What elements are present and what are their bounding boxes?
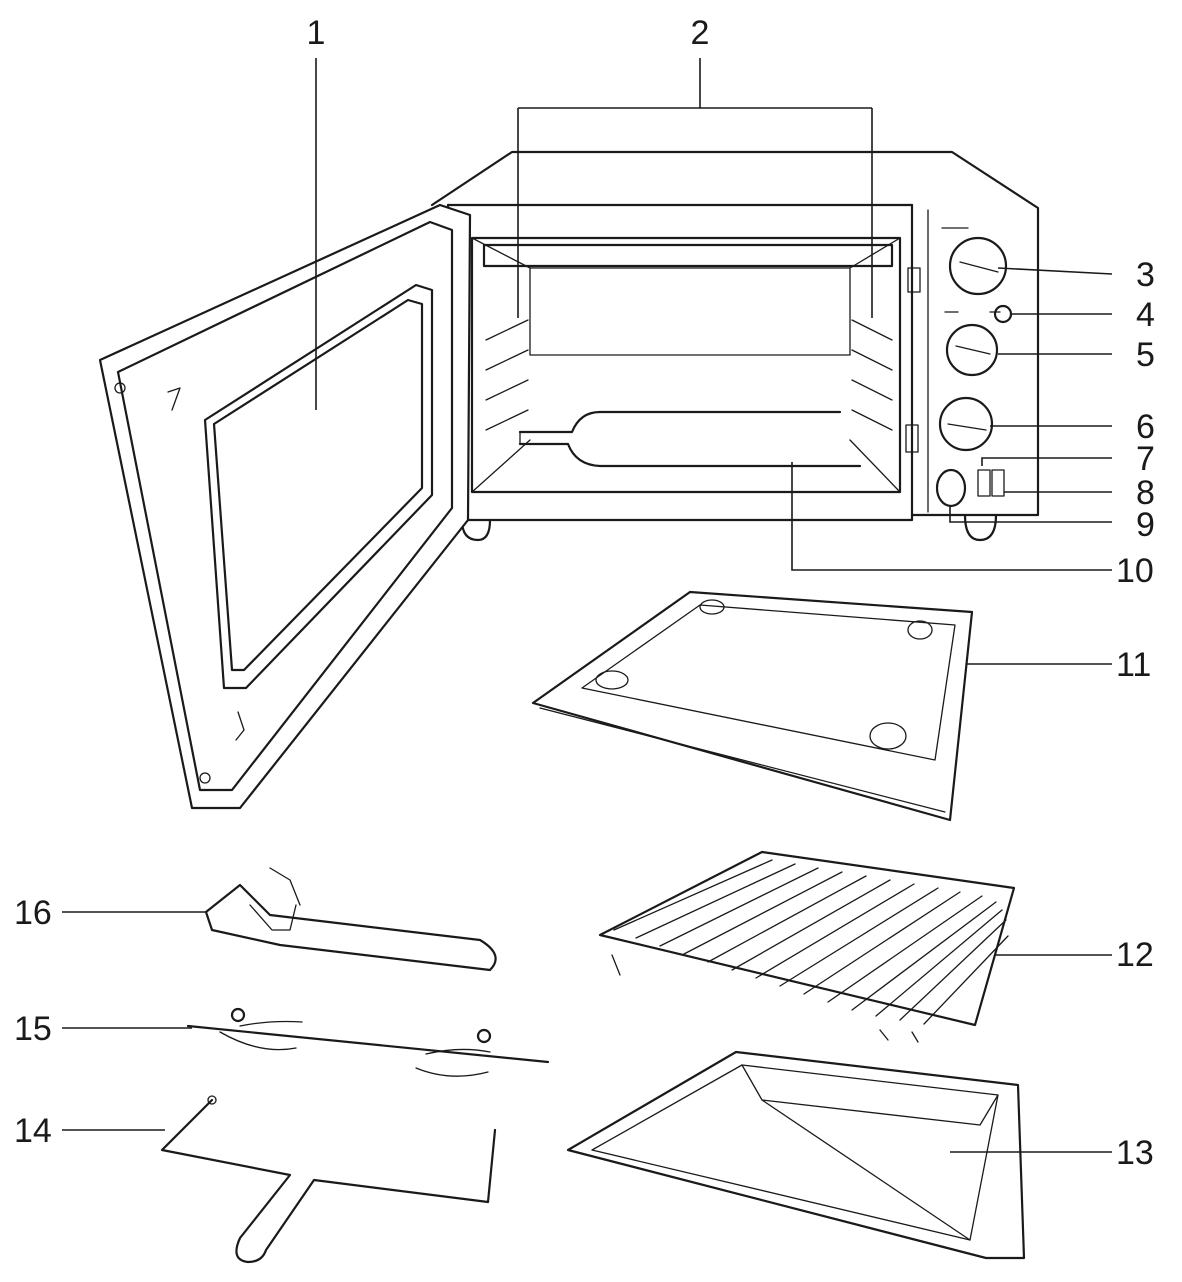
- rotisserie-handle: [204, 867, 497, 972]
- callout-numbers: 1 2 3 4 5 6 7 8 9 10 11 12 13 14 15 16: [14, 14, 1155, 1172]
- rotisserie-spit: [186, 1007, 550, 1077]
- wire-rack: [598, 850, 1016, 1043]
- door-glass-window: [212, 298, 424, 672]
- callout-6: 6: [1136, 408, 1155, 446]
- switch-b: [991, 469, 1005, 497]
- callout-3: 3: [1136, 256, 1155, 294]
- callout-4: 4: [1136, 296, 1155, 334]
- callout-5: 5: [1136, 336, 1155, 374]
- callout-12: 12: [1116, 936, 1154, 974]
- callout-9: 9: [1136, 506, 1155, 544]
- temperature-knob: [938, 396, 994, 452]
- callout-15: 15: [14, 1010, 52, 1048]
- callout-14: 14: [14, 1112, 52, 1150]
- callout-8: 8: [1136, 474, 1155, 512]
- timer-knob: [948, 236, 1008, 296]
- callout-7: 7: [1136, 440, 1155, 478]
- rotisserie-lifter: [160, 1095, 497, 1264]
- power-indicator-light: [993, 304, 1013, 324]
- switch-a: [977, 469, 991, 497]
- door-handle-button: [935, 468, 967, 508]
- callout-13: 13: [1116, 1134, 1154, 1172]
- leader-lines: [62, 58, 1113, 1153]
- baking-tray: [566, 1050, 1026, 1260]
- callout-2: 2: [691, 14, 710, 52]
- crumb-tray: [531, 590, 974, 822]
- oven-door: [98, 203, 472, 810]
- callout-10: 10: [1116, 552, 1154, 590]
- callout-11: 11: [1116, 646, 1151, 684]
- function-knob: [945, 323, 999, 377]
- callout-16: 16: [14, 894, 52, 932]
- callout-1: 1: [307, 14, 326, 52]
- control-panel: [935, 227, 1013, 508]
